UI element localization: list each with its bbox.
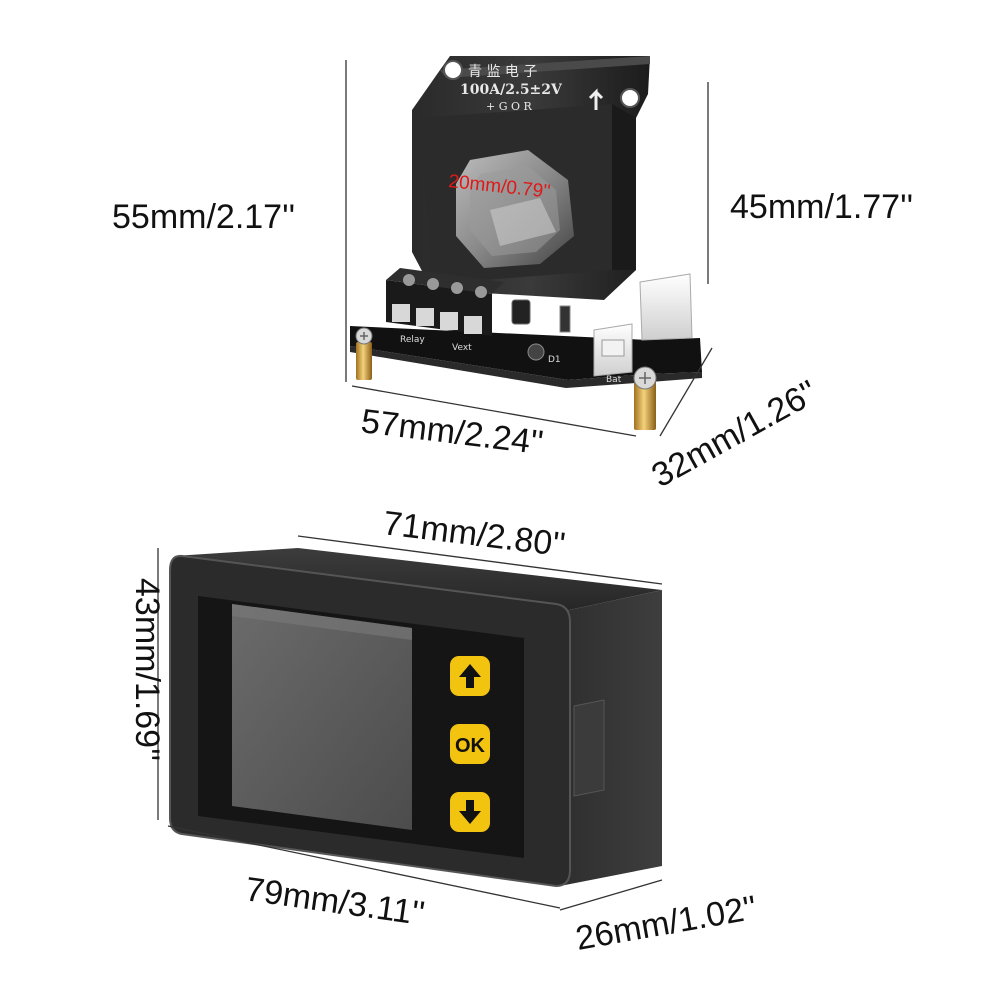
panel-meter: OK (169, 548, 662, 888)
jst-connector-white (593, 273, 693, 377)
meter-lcd-screen (232, 604, 412, 830)
mount-hole-left (443, 60, 463, 80)
mount-hole-right (620, 88, 640, 108)
dim-meter-width-back: 71mm/2.80'' (381, 504, 567, 564)
arrow-up-icon (588, 88, 604, 110)
up-button[interactable] (450, 656, 490, 696)
meter-side (560, 590, 662, 886)
sensor-pcb-edge (350, 346, 702, 388)
arrow-down-icon (459, 800, 481, 824)
silk-d1: D1 (548, 355, 561, 365)
dim-sensor-height: 55mm/2.17'' (112, 198, 295, 236)
dim-meter-height: 43mm/1.69'' (128, 578, 166, 761)
ok-button-label: OK (455, 735, 486, 757)
dim-sensor-depth: 32mm/1.26'' (645, 373, 824, 495)
standoff-right (634, 380, 656, 430)
down-button[interactable] (450, 792, 490, 832)
sensor-marking-rating: 100A/2.5±2V (460, 82, 563, 98)
standoff-left (356, 342, 372, 380)
capacitor (511, 299, 531, 325)
dim-meter-width-front: 79mm/3.11'' (243, 870, 427, 933)
silk-bat: Bat (606, 375, 622, 385)
dim-sensor-core-height: 45mm/1.77'' (730, 188, 913, 226)
meter-side-clip (573, 699, 605, 797)
dim-meter-depth: 26mm/1.02'' (573, 889, 760, 958)
diode (559, 305, 571, 333)
sensor-marking-pins: + G O R (486, 100, 533, 113)
dim-sensor-width: 57mm/2.24'' (359, 402, 545, 462)
led (527, 343, 545, 361)
silk-vext: Vext (452, 343, 472, 353)
sensor-marking-brand: 青 监 电 子 (468, 64, 537, 80)
terminal-block (386, 268, 504, 336)
ok-button[interactable]: OK (450, 724, 490, 764)
current-sensor: 青 监 电 子 100A/2.5±2V + G O R 20mm/0.79'' (350, 56, 702, 430)
sensor-dimension-lines (345, 60, 713, 437)
meter-dimension-lines (157, 535, 663, 911)
meter-top (174, 548, 662, 612)
arrow-up-icon (459, 664, 481, 688)
silk-relay: Relay (400, 335, 425, 345)
